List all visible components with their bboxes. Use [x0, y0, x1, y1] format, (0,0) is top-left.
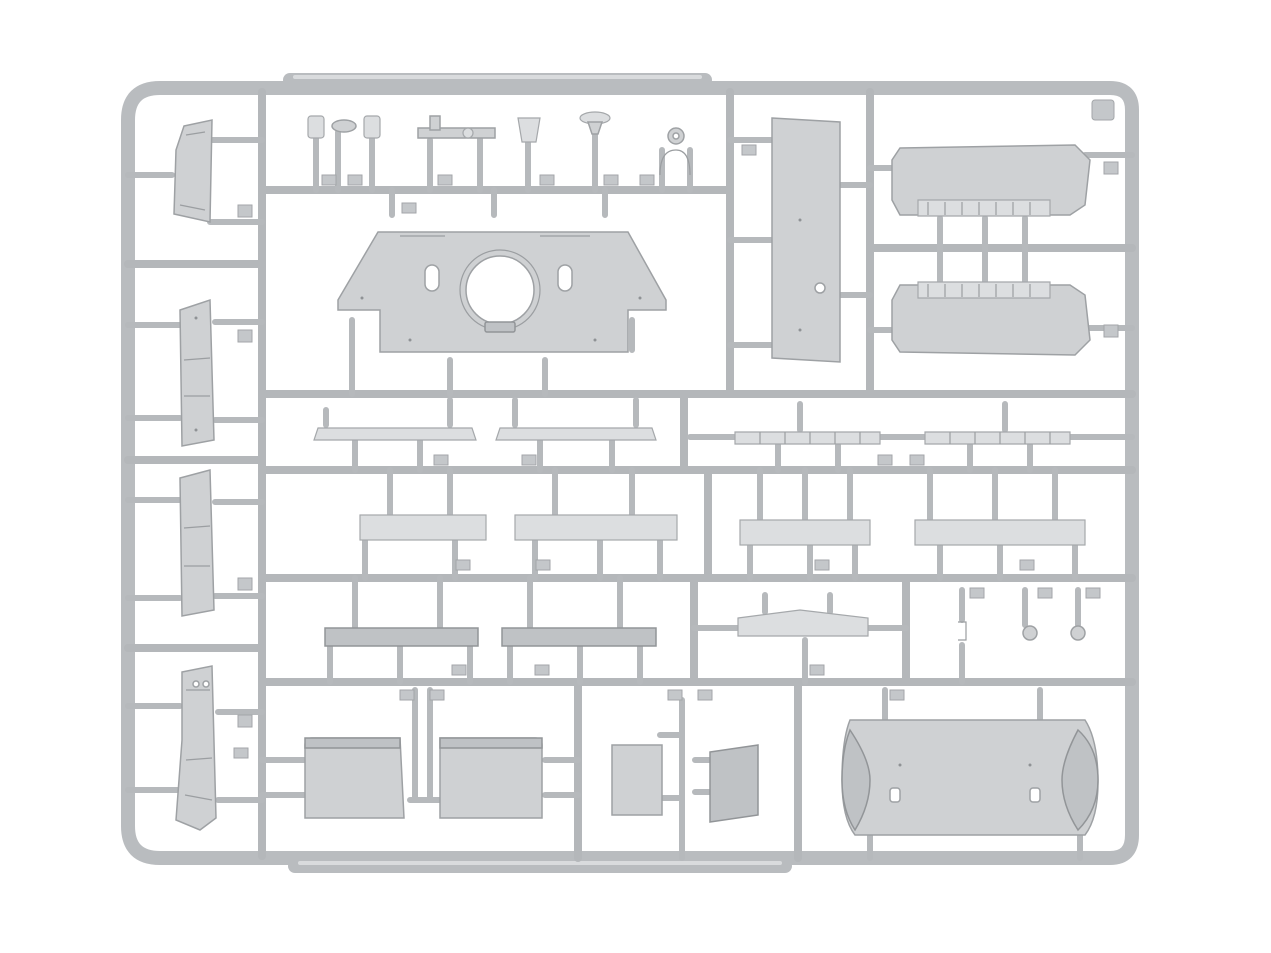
- hull-plate-part: [337, 187, 667, 397]
- part-number-tabs: [233, 144, 1119, 759]
- top-small-parts: [307, 111, 693, 193]
- outer-frame: [121, 73, 1139, 873]
- stowage-box-parts: [867, 99, 1135, 356]
- plate-parts-row2: [359, 467, 1086, 581]
- left-fender-parts: [125, 119, 265, 831]
- long-rail-parts-row1: [313, 397, 1135, 473]
- bottom-parts: [259, 687, 1099, 861]
- tall-plate-part: [727, 117, 873, 363]
- plate-parts-row3: [324, 575, 1086, 685]
